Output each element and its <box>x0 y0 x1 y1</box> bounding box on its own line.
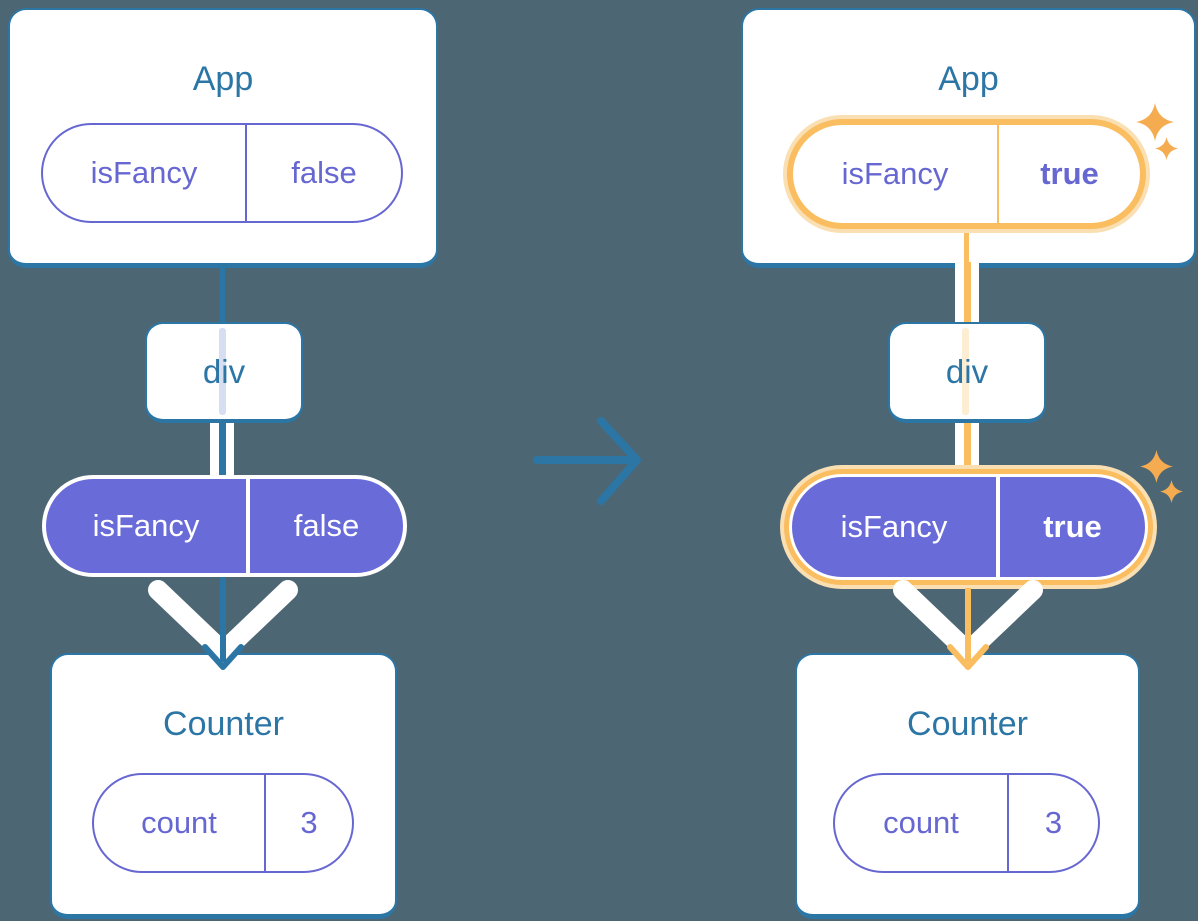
app-title: App <box>192 60 254 98</box>
prop-name: isFancy <box>841 156 949 191</box>
state-value: 3 <box>300 805 318 840</box>
passed-prop-pill: isFancy false <box>42 475 407 577</box>
passed-prop-pill-highlight: isFancy true <box>780 465 1157 589</box>
pill-divider <box>264 775 266 871</box>
counter-card: Counter count 3 <box>795 653 1140 919</box>
div-label: div <box>202 352 246 390</box>
sparkle-icon <box>1140 450 1184 504</box>
state-pill: count 3 <box>92 773 354 873</box>
state-pill: count 3 <box>833 773 1100 873</box>
highlight-ring: isFancy true <box>784 469 1153 585</box>
arrow-right-icon <box>533 417 641 505</box>
div-node: div <box>888 322 1046 423</box>
passed-prop-value: false <box>293 508 360 543</box>
edge-pill-down <box>964 231 969 266</box>
sparkle-icon <box>1136 103 1179 161</box>
render-arrow-icon <box>893 580 1043 670</box>
pill-divider <box>1007 775 1009 871</box>
counter-card: Counter count 3 <box>50 653 397 919</box>
prop-value: true <box>1040 156 1099 191</box>
pill-divider <box>245 125 247 221</box>
div-label: div <box>945 352 989 390</box>
pill-divider <box>246 479 250 573</box>
passed-prop-name: isFancy <box>840 509 948 544</box>
div-node: div <box>145 322 303 423</box>
counter-title: Counter <box>163 705 284 743</box>
prop-pass-line <box>219 328 226 415</box>
prop-pill-highlight: isFancy true <box>783 115 1150 233</box>
prop-pass-line <box>962 328 969 415</box>
prop-name: isFancy <box>90 155 198 190</box>
render-band <box>955 262 979 322</box>
highlight-ring-inner: isFancy true <box>789 474 1148 580</box>
prop-pill: isFancy true <box>787 119 1146 229</box>
passed-prop-pill: isFancy true <box>792 477 1145 577</box>
prop-pill: isFancy false <box>41 123 403 223</box>
edge-app-div <box>220 266 225 324</box>
app-card: App isFancy true <box>741 8 1196 268</box>
pill-divider <box>996 477 1000 577</box>
state-value: 3 <box>1044 805 1063 840</box>
state-name: count <box>141 805 217 840</box>
counter-title: Counter <box>907 705 1028 743</box>
render-arrow-icon <box>148 577 298 670</box>
prop-value: false <box>291 155 357 190</box>
passed-prop-value: true <box>1043 509 1102 544</box>
state-name: count <box>883 805 959 840</box>
edge-div-pill <box>963 423 971 480</box>
render-band <box>210 423 234 478</box>
app-title: App <box>938 60 999 98</box>
pill-divider <box>997 125 999 223</box>
passed-prop-name: isFancy <box>92 508 200 543</box>
edge-div-pill <box>218 423 226 478</box>
edge-app-div <box>963 262 971 322</box>
app-card: App isFancy false <box>8 8 438 268</box>
